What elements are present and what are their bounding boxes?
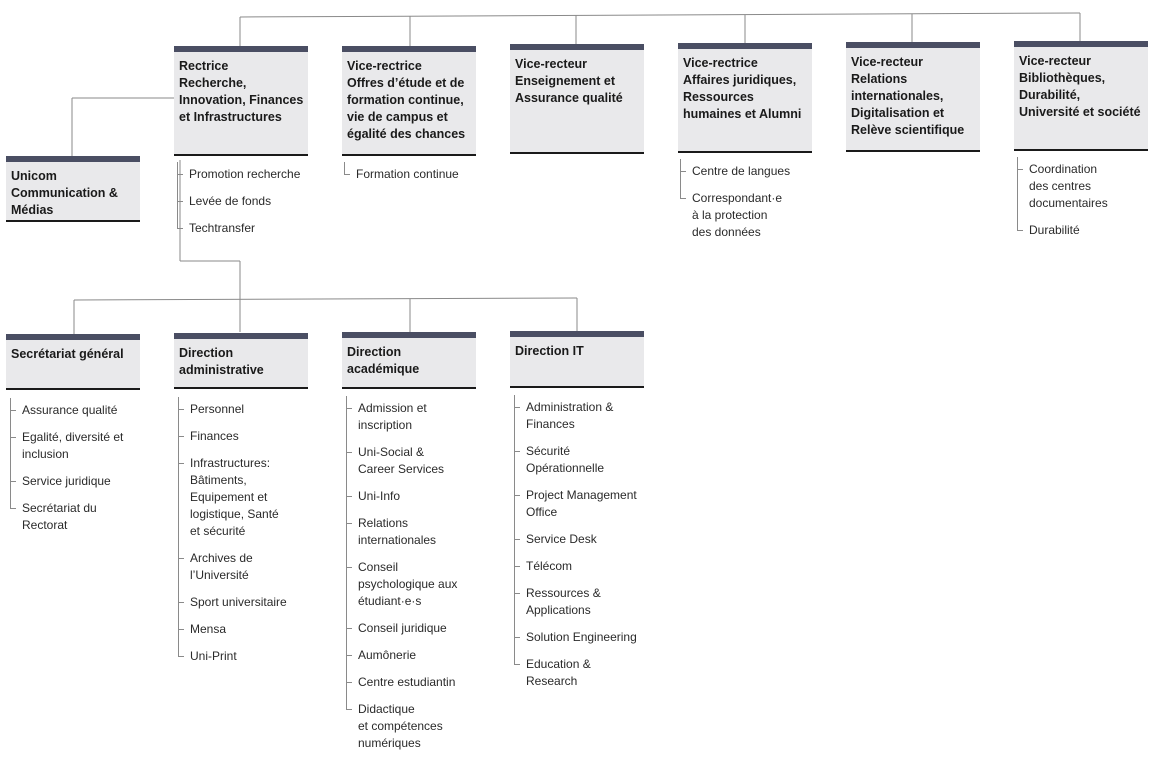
list-item: Promotion recherche (177, 166, 317, 183)
box-title: Unicom Communication & Médias (11, 169, 118, 217)
list-item: Centre de langues (680, 163, 820, 180)
list-item: Admission et inscription (346, 400, 486, 434)
list-direction-administrative: Personnel Finances Infrastructures: Bâti… (178, 397, 318, 675)
box-vr-etudes: Vice-rectrice Offres d’étude et de forma… (342, 46, 476, 156)
list-item: Télécom (514, 558, 654, 575)
box-title: Rectrice Recherche, Innovation, Finances… (179, 59, 304, 124)
box-vr-enseignement: Vice-recteur Enseignement et Assurance q… (510, 44, 644, 154)
list-item: Centre estudiantin (346, 674, 486, 691)
list-item: Service juridique (10, 473, 150, 490)
list-item: Conseil psychologique aux étudiant·e·s (346, 559, 486, 610)
list-item: Correspondant·e à la protection des donn… (680, 190, 820, 241)
tree-line (10, 398, 11, 508)
list-item: Administration & Finances (514, 399, 654, 433)
list-item: Archives de l’Université (178, 550, 318, 584)
box-direction-it: Direction IT (510, 331, 644, 388)
tree-line (178, 397, 179, 656)
tree-line (177, 162, 178, 228)
list-rectrice: Promotion recherche Levée de fonds Techt… (177, 162, 317, 247)
list-item: Conseil juridique (346, 620, 486, 637)
box-title: Direction administrative (179, 346, 264, 377)
tree-line (680, 159, 681, 198)
tree-line (346, 396, 347, 709)
box-title: Vice-recteur Enseignement et Assurance q… (515, 57, 623, 105)
list-item: Ressources & Applications (514, 585, 654, 619)
list-item: Formation continue (344, 166, 484, 183)
list-item: Project Management Office (514, 487, 654, 521)
list-item: Aumônerie (346, 647, 486, 664)
box-title: Vice-rectrice Offres d’étude et de forma… (347, 59, 466, 141)
box-vr-juridique: Vice-rectrice Affaires juridiques, Resso… (678, 43, 812, 153)
box-title: Secrétariat général (11, 347, 124, 361)
tree-line (344, 162, 345, 174)
list-item: Education & Research (514, 656, 654, 690)
box-secretariat: Secrétariat général (6, 334, 140, 390)
box-title: Vice-rectrice Affaires juridiques, Resso… (683, 56, 802, 121)
box-direction-administrative: Direction administrative (174, 333, 308, 389)
box-rectrice: Rectrice Recherche, Innovation, Finances… (174, 46, 308, 156)
list-item: Sport universitaire (178, 594, 318, 611)
box-title: Direction IT (515, 344, 584, 358)
list-item: Didactique et compétences numériques (346, 701, 486, 752)
list-direction-it: Administration & Finances Sécurité Opéra… (514, 395, 654, 700)
list-item: Sécurité Opérationnelle (514, 443, 654, 477)
list-item: Personnel (178, 401, 318, 418)
list-item: Uni-Info (346, 488, 486, 505)
list-vr-juridique: Centre de langues Correspondant·e à la p… (680, 159, 820, 251)
list-vr-bibliotheques: Coordination des centres documentaires D… (1017, 157, 1152, 249)
list-item: Uni-Print (178, 648, 318, 665)
box-title: Vice-recteur Relations internationales, … (851, 55, 965, 137)
list-vr-etudes: Formation continue (344, 162, 484, 193)
list-item: Techtransfer (177, 220, 317, 237)
list-item: Assurance qualité (10, 402, 150, 419)
box-title: Direction académique (347, 345, 420, 376)
box-direction-academique: Direction académique (342, 332, 476, 389)
list-item: Mensa (178, 621, 318, 638)
box-vr-bibliotheques: Vice-recteur Bibliothèques, Durabilité, … (1014, 41, 1148, 151)
list-item: Coordination des centres documentaires (1017, 161, 1152, 212)
tree-line (1017, 157, 1018, 230)
list-secretariat: Assurance qualité Egalité, diversité et … (10, 398, 150, 544)
box-vr-relations: Vice-recteur Relations internationales, … (846, 42, 980, 152)
list-item: Uni-Social & Career Services (346, 444, 486, 478)
list-item: Infrastructures: Bâtiments, Equipement e… (178, 455, 318, 540)
tree-line (514, 395, 515, 664)
list-item: Solution Engineering (514, 629, 654, 646)
box-unicom: Unicom Communication & Médias (6, 156, 140, 222)
list-item: Finances (178, 428, 318, 445)
list-item: Service Desk (514, 531, 654, 548)
list-item: Levée de fonds (177, 193, 317, 210)
box-title: Vice-recteur Bibliothèques, Durabilité, … (1019, 54, 1141, 119)
list-item: Egalité, diversité et inclusion (10, 429, 150, 463)
list-direction-academique: Admission et inscription Uni-Social & Ca… (346, 396, 486, 762)
list-item: Secrétariat du Rectorat (10, 500, 150, 534)
list-item: Relations internationales (346, 515, 486, 549)
list-item: Durabilité (1017, 222, 1152, 239)
